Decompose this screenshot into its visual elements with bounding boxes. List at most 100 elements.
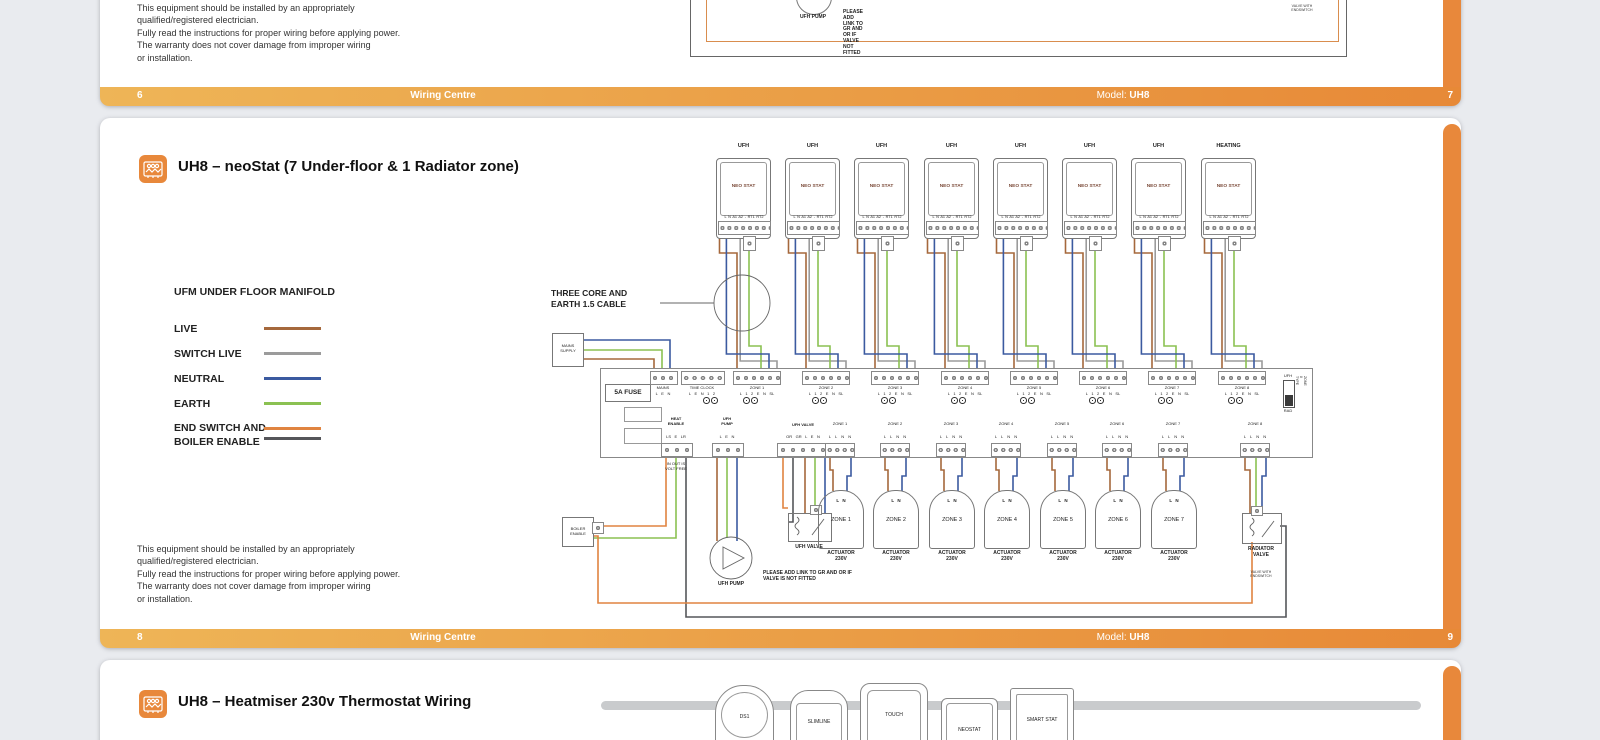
actuator-zone: ZONE 7 — [1164, 517, 1184, 523]
actuator-type: ACTUATOR 230V — [1049, 550, 1077, 562]
earth-terminal — [812, 236, 825, 251]
actuator-zone: ZONE 1 — [831, 517, 851, 523]
zone-pins: L 1 2 E N SL — [1085, 391, 1121, 396]
zone-terminals — [1218, 371, 1266, 385]
disclaimer-text: This equipment should be installed by an… — [137, 3, 401, 63]
legend-line-switch-live — [264, 352, 321, 355]
neostat-terminal-labels: L N A1 A2 - RT1 RT2 — [862, 215, 902, 219]
radiator-earth-terminal — [1251, 506, 1263, 516]
wiring-centre-icon — [139, 690, 167, 718]
zone-name: ZONE 6 — [1095, 385, 1111, 390]
zone-pins: L 1 2 E N SL — [1224, 391, 1260, 396]
actuator-pins: L N — [1002, 498, 1012, 503]
timer-icons — [1087, 397, 1109, 404]
actuator: L N ZONE 4 ACTUATOR 230V — [984, 490, 1030, 562]
switch-ufh-label: UFH — [1283, 373, 1293, 378]
neostat-body: NEO STAT L N A1 A2 - RT1 RT2 — [854, 158, 909, 239]
boiler-earth-terminal — [592, 522, 604, 534]
actuator-pins: L N — [1113, 498, 1123, 503]
zone-pins: L L N N — [1105, 434, 1129, 439]
timer-icons — [1018, 397, 1040, 404]
group-name: MAINS — [656, 385, 670, 390]
timer-icons — [741, 397, 763, 404]
zone-terminals — [871, 371, 919, 385]
group-name: HEAT ENABLE — [667, 416, 685, 426]
actuator-zone: ZONE 5 — [1053, 517, 1073, 523]
actuator: L N ZONE 5 ACTUATOR 230V — [1040, 490, 1086, 562]
wiring-lines — [582, 234, 1287, 618]
thermostat: SLIMLINE — [790, 690, 848, 740]
switch-rad-label: RAD — [1283, 408, 1293, 413]
neostat-display: NEO STAT — [928, 162, 975, 216]
zone-terminals — [1079, 371, 1127, 385]
neostat-display: NEO STAT — [858, 162, 905, 216]
legend-label-switch-live: SWITCH LIVE — [174, 348, 242, 360]
page-card-next: UH8 – Heatmiser 230v Thermostat Wiring D… — [100, 660, 1461, 740]
actuator-pins: L N — [1169, 498, 1179, 503]
actuator: L N ZONE 2 ACTUATOR 230V — [873, 490, 919, 562]
valve-link-note: PLEASE ADD LINK TO GR AND OR IF VALVE NO… — [843, 9, 864, 56]
neostat-terminals — [718, 221, 771, 235]
actuator-type: ACTUATOR 230V — [1104, 550, 1132, 562]
diagram-inner-border — [706, 0, 1339, 42]
zone-input-terminals: ZONE 1 L 1 2 E N SL ZONE 2 L 1 2 E N SL … — [100, 118, 1461, 648]
model-label: Model: UH8 — [1096, 90, 1150, 101]
zone-type-label: UFH — [737, 143, 750, 149]
earth-terminal — [743, 236, 756, 251]
volt-free-note: IN OUT IS VOLT FREE — [665, 461, 687, 471]
zone-terminals — [1102, 443, 1132, 457]
actuator: L N ZONE 1 ACTUATOR 230V — [818, 490, 864, 562]
neostat-display: NEO STAT — [1205, 162, 1252, 216]
group-pins: L E N — [719, 434, 735, 439]
actuator-zone: ZONE 3 — [942, 517, 962, 523]
actuator-type: ACTUATOR 230V — [993, 550, 1021, 562]
neostat-terminal-labels: L N A1 A2 - RT1 RT2 — [1209, 215, 1249, 219]
diagram-outer-border — [690, 0, 1347, 57]
zone-type-label: HEATING — [1216, 143, 1241, 149]
zone-type-label: UFH — [945, 143, 958, 149]
actuator-type: ACTUATOR 230V — [1160, 550, 1188, 562]
legend-heading: UFM UNDER FLOOR MANIFOLD — [174, 286, 335, 298]
zone-type-label: UFH — [1152, 143, 1165, 149]
mains-supply-box: MAINS SUPPLY — [552, 333, 584, 367]
zone-terminals — [880, 443, 910, 457]
footer-bar: 8 Wiring Centre Model: UH8 9 — [100, 629, 1461, 648]
cable-note: THREE CORE AND EARTH 1.5 CABLE — [551, 288, 628, 309]
disclaimer-text: This equipment should be installed by an… — [137, 544, 401, 604]
fuse-label: 5A FUSE — [614, 389, 642, 396]
group-pins: OR GR L E N — [786, 434, 820, 439]
group-name: UFH PUMP — [721, 416, 733, 426]
zone-pins: L L N N — [994, 434, 1018, 439]
ufh-pump-label: UFH PUMP — [717, 581, 745, 587]
page-card-8-9: UH8 – neoStat (7 Under-floor & 1 Radiato… — [100, 118, 1461, 648]
model-label: Model: UH8 — [1096, 632, 1150, 643]
neostat-name: NEO STAT — [939, 184, 964, 189]
zone-pins: L L N N — [1050, 434, 1074, 439]
actuator: L N ZONE 3 ACTUATOR 230V — [929, 490, 975, 562]
neostat-terminals — [926, 221, 979, 235]
earth-terminal — [1020, 236, 1033, 251]
zone-output-terminals: ZONE 1 L L N N ZONE 2 L L N N ZONE 3 L L… — [100, 118, 1461, 648]
footer-bar: 6 Wiring Centre Model: UH8 7 — [100, 87, 1461, 106]
zone-name: ZONE 5 — [1054, 421, 1070, 426]
thermostat-name: TOUCH — [885, 712, 903, 718]
zone-pins: L 1 2 E N SL — [1016, 391, 1052, 396]
ufh-pump-label: UFH PUMP — [799, 14, 827, 20]
page-edge-strip — [1443, 666, 1461, 740]
legend-label-live: LIVE — [174, 323, 198, 335]
zone-terminals — [991, 443, 1021, 457]
zone-type-label: UFH — [875, 143, 888, 149]
valve-terminals — [777, 443, 831, 457]
neostat-terminal-labels: L N A1 A2 - RT1 RT2 — [932, 215, 972, 219]
thermostat-name: DS1 — [739, 714, 750, 720]
neostat-name: NEO STAT — [1008, 184, 1033, 189]
zone-terminals — [1148, 371, 1196, 385]
neostat-name: NEO STAT — [731, 184, 756, 189]
zone-pins: L L N N — [939, 434, 963, 439]
neostat-display: NEO STAT — [997, 162, 1044, 216]
switch-body — [1283, 380, 1295, 408]
zone-name: ZONE 7 — [1165, 421, 1181, 426]
zone-pins: L L N N — [883, 434, 907, 439]
zone-type-label: UFH — [1014, 143, 1027, 149]
